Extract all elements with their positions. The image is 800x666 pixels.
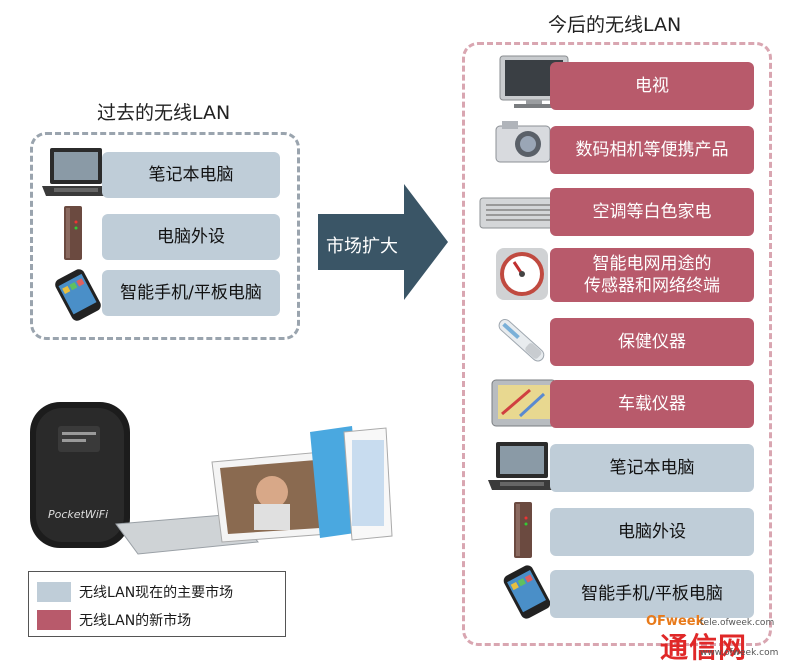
- future-group-box: [462, 42, 772, 646]
- past-item-smartphone: 智能手机/平板电脑: [102, 270, 280, 316]
- tablet-device: [211, 451, 329, 543]
- future-title: 今后的无线LAN: [548, 14, 682, 36]
- watermark-url: tele.ofweek.com: [700, 618, 775, 628]
- laptop-icon: [42, 148, 110, 196]
- legend-swatch-new: [37, 610, 71, 630]
- future-item-camera: 数码相机等便携产品: [550, 126, 754, 174]
- future-item-laptop: 笔记本电脑: [550, 444, 754, 492]
- smartphone-icon: [503, 565, 551, 619]
- past-item-peripheral: 电脑外设: [102, 214, 280, 260]
- watermark-url2: www.ofweek.com: [700, 648, 779, 658]
- pocket-wifi-device: [30, 402, 130, 548]
- arrow-label: 市场扩大: [326, 236, 398, 257]
- future-item-smartgrid: 智能电网用途的 传感器和网络终端: [550, 248, 754, 302]
- router-icon: [514, 502, 532, 558]
- future-item-aircon: 空调等白色家电: [550, 188, 754, 236]
- future-item-health: 保健仪器: [550, 318, 754, 366]
- air-conditioner-icon: [479, 197, 557, 229]
- future-item-car: 车载仪器: [550, 380, 754, 428]
- router-icon: [64, 206, 82, 260]
- watermark-text: 通信网: [660, 631, 748, 664]
- products-photo: [30, 402, 393, 555]
- legend-current-label: 无线LAN现在的主要市场: [79, 585, 234, 601]
- legend-swatch-current: [37, 582, 71, 602]
- pocket-wifi-brand: PocketWiFi: [48, 508, 109, 521]
- legend-new-label: 无线LAN的新市场: [79, 613, 192, 629]
- market-expansion-arrow: [318, 184, 448, 300]
- car-navigation-icon: [491, 379, 557, 427]
- camera-icon: [495, 121, 551, 163]
- future-item-smartphone: 智能手机/平板电脑: [550, 570, 754, 618]
- future-item-peripheral: 电脑外设: [550, 508, 754, 556]
- thermometer-icon: [498, 319, 545, 362]
- watermark-brand: OFweek: [646, 614, 705, 629]
- future-item-tv: 电视: [550, 62, 754, 110]
- smartphone-icon: [55, 269, 101, 321]
- laptop-icon: [488, 442, 556, 490]
- legend: 无线LAN现在的主要市场 无线LAN的新市场: [28, 571, 286, 637]
- past-group-box: [30, 132, 300, 340]
- legend-current: 无线LAN现在的主要市场: [37, 582, 233, 602]
- gauge-icon: [496, 248, 548, 300]
- past-title: 过去的无线LAN: [97, 102, 231, 124]
- legend-new: 无线LAN的新市场: [37, 610, 191, 630]
- past-item-laptop: 笔记本电脑: [102, 152, 280, 198]
